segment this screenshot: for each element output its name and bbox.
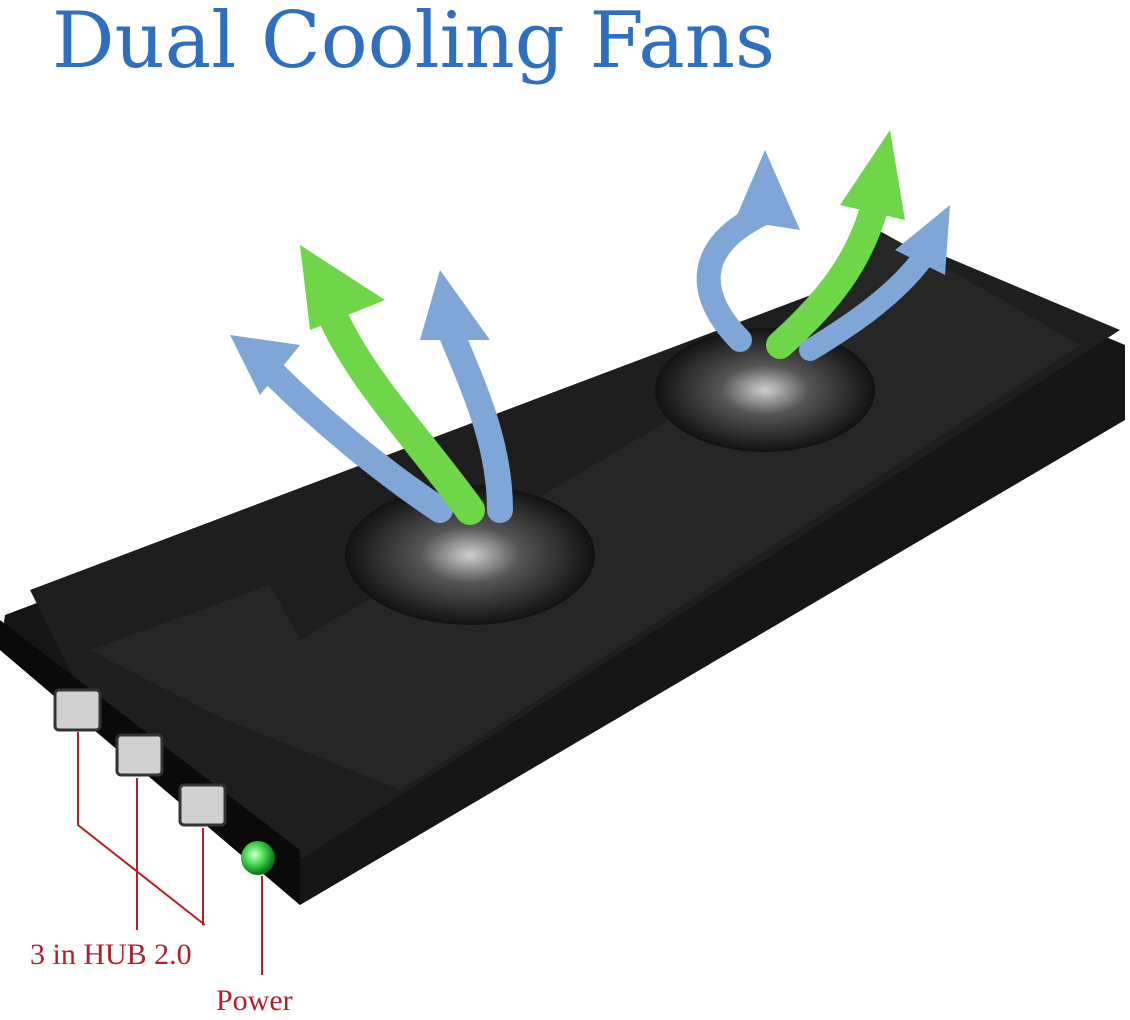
usb-ports: [53, 688, 227, 827]
headline-title: Dual Cooling Fans: [52, 0, 776, 86]
fan-right: [655, 328, 875, 452]
airflow-arrows: [230, 130, 950, 525]
callout-lines: [77, 732, 263, 975]
usb-port-2: [115, 733, 164, 777]
hub-label: 3 in HUB 2.0: [30, 938, 192, 971]
usb-port-1: [53, 688, 102, 732]
fan-left: [345, 485, 595, 625]
power-label: Power: [216, 984, 293, 1017]
usb-port-3: [178, 783, 227, 827]
power-button[interactable]: [241, 841, 275, 875]
